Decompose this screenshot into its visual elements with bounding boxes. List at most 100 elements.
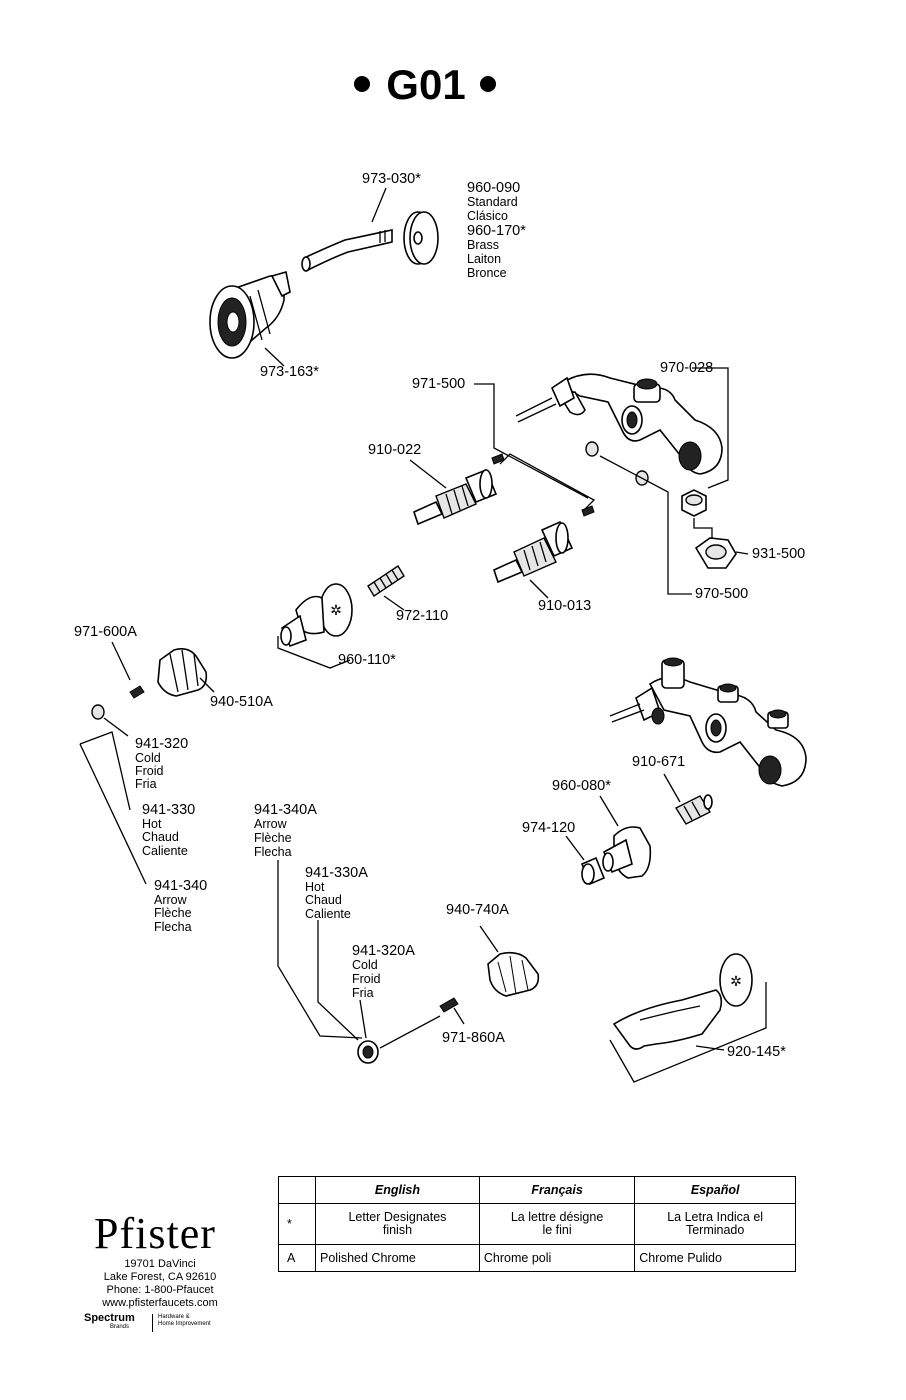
spectrum-brands-logo: Spectrum Brands Hardware & Home Improvem… — [80, 1312, 250, 1334]
label-941-320a: 941-320A — [352, 943, 415, 959]
index-button-lower-part — [357, 1040, 379, 1064]
label-960-170-bronce: Bronce — [467, 266, 507, 280]
label-960-170-brass: Brass — [467, 238, 499, 252]
label-960-090: 960-090 — [467, 180, 520, 196]
leader-941-340 — [79, 743, 147, 885]
svg-text:✲: ✲ — [330, 602, 342, 618]
brand-block: Pfister 19701 DaVinci Lake Forest, CA 92… — [60, 1210, 250, 1334]
legend-symbol-asterisk: * — [278, 1203, 316, 1245]
legend-en-line2: finish — [382, 1223, 413, 1237]
label-941-340-fleche: Flèche — [154, 906, 192, 920]
spectrum-wordmark: Spectrum — [84, 1312, 135, 1324]
phone-line: Phone: 1-800-Pfaucet — [106, 1284, 214, 1296]
handle-screw-part — [129, 685, 145, 699]
label-941-320-fria: Fria — [135, 777, 157, 791]
legend-header-spanish: Español — [634, 1176, 796, 1204]
address-line-2: Lake Forest, CA 92610 — [103, 1271, 217, 1283]
label-971-860a: 971-860A — [442, 1030, 505, 1046]
seat-part — [585, 441, 649, 486]
leader-941-340a — [277, 860, 363, 1039]
title-text: G01 — [386, 61, 465, 108]
label-941-340a-arrow: Arrow — [254, 817, 288, 831]
leader-941-330 — [79, 731, 131, 811]
label-920-145: 920-145* — [727, 1044, 786, 1060]
pfister-logo: Pfister — [94, 1209, 216, 1258]
label-960-080: 960-080* — [552, 778, 611, 794]
label-941-320a-froid: Froid — [352, 972, 381, 986]
leader-931-500-link — [693, 518, 713, 538]
label-960-090-standard: Standard — [467, 195, 518, 209]
leader-972-110 — [383, 595, 405, 611]
leader-920-145 — [695, 1045, 725, 1051]
label-960-170: 960-170* — [467, 223, 526, 239]
label-970-028: 970-028 — [660, 360, 713, 376]
label-910-013: 910-013 — [538, 598, 591, 614]
handle-screw-lower-part — [439, 997, 459, 1013]
leader-910-022 — [409, 459, 447, 489]
valve-stem-910-013-part — [493, 520, 574, 584]
label-941-320-cold: Cold — [135, 751, 161, 765]
stem-extension-part — [367, 565, 405, 597]
escutcheon-960-110-part: ✲ — [280, 583, 353, 648]
handle-940-740a-part — [487, 951, 540, 997]
bracket-920-145 — [609, 982, 767, 1083]
label-974-120: 974-120 — [522, 820, 575, 836]
leader-974-120 — [565, 835, 585, 861]
address-line-1: 19701 DaVinci — [124, 1258, 196, 1270]
legend-fr-line1: La lettre désigne — [510, 1210, 604, 1224]
legend-symbol-a: A — [278, 1244, 316, 1272]
diagram-title: G01 — [354, 61, 496, 108]
label-941-340a-flecha: Flecha — [254, 845, 292, 859]
legend-a-english: Polished Chrome — [315, 1244, 480, 1272]
label-973-163: 973-163* — [260, 364, 319, 380]
label-941-320a-cold: Cold — [352, 958, 378, 972]
label-941-330a-chaud: Chaud — [305, 893, 342, 907]
leader-941-320a — [359, 999, 367, 1039]
leader-970-028 — [692, 367, 729, 489]
label-910-671: 910-671 — [632, 754, 685, 770]
legend-cell-english: Letter Designates finish — [315, 1203, 480, 1245]
shower-head-part — [209, 270, 291, 359]
valve-stem-910-022-part — [413, 468, 498, 526]
bracket-971-500 — [499, 453, 596, 511]
legend-corner-cell — [278, 1176, 316, 1204]
leader-910-013 — [529, 579, 549, 599]
label-970-500: 970-500 — [695, 586, 748, 602]
label-971-600a: 971-600A — [74, 624, 137, 640]
legend-header-english: English — [315, 1176, 480, 1204]
legend-es-line1: La Letra Indica el — [667, 1210, 764, 1224]
finish-legend-table: English Français Español * Letter Design… — [278, 1176, 796, 1272]
website-line[interactable]: www.pfisterfaucets.com — [102, 1297, 218, 1309]
legend-header-french: Français — [478, 1176, 636, 1204]
label-960-170-laiton: Laiton — [467, 252, 501, 266]
leader-973-030 — [371, 187, 387, 223]
valve-body-lower-part — [609, 657, 807, 787]
leader-970-500 — [599, 455, 692, 595]
label-941-330-chaud: Chaud — [142, 830, 179, 844]
nut-part — [681, 489, 737, 569]
leader-960-110 — [277, 636, 351, 669]
legend-header-row: English Français Español — [278, 1176, 796, 1204]
label-940-740a: 940-740A — [446, 902, 509, 918]
shower-arm-part — [301, 229, 393, 272]
label-972-110: 972-110 — [396, 608, 448, 624]
label-941-340a-fleche: Flèche — [254, 831, 292, 845]
sleeve-part — [580, 856, 606, 886]
label-941-340-arrow: Arrow — [154, 893, 188, 907]
leader-940-510a — [199, 677, 215, 693]
spectrum-brands-sub: Brands — [110, 1324, 130, 1330]
label-941-330a: 941-330A — [305, 865, 368, 881]
label-941-320: 941-320 — [135, 736, 188, 752]
escutcheon-960-080-part — [602, 826, 652, 879]
legend-cell-spanish: La Letra Indica el Terminado — [634, 1203, 796, 1245]
label-940-510a: 940-510A — [210, 694, 273, 710]
legend-fr-line2: le fini — [542, 1223, 572, 1237]
label-960-110: 960-110* — [338, 652, 396, 668]
label-960-090-clasico: Clásico — [467, 209, 508, 223]
svg-text:✲: ✲ — [730, 973, 742, 989]
screw-part — [491, 453, 595, 517]
valve-body-upper-part — [515, 373, 723, 475]
spectrum-tagline: Hardware & Home Improvement — [158, 1314, 211, 1328]
label-941-330a-hot: Hot — [305, 880, 325, 894]
